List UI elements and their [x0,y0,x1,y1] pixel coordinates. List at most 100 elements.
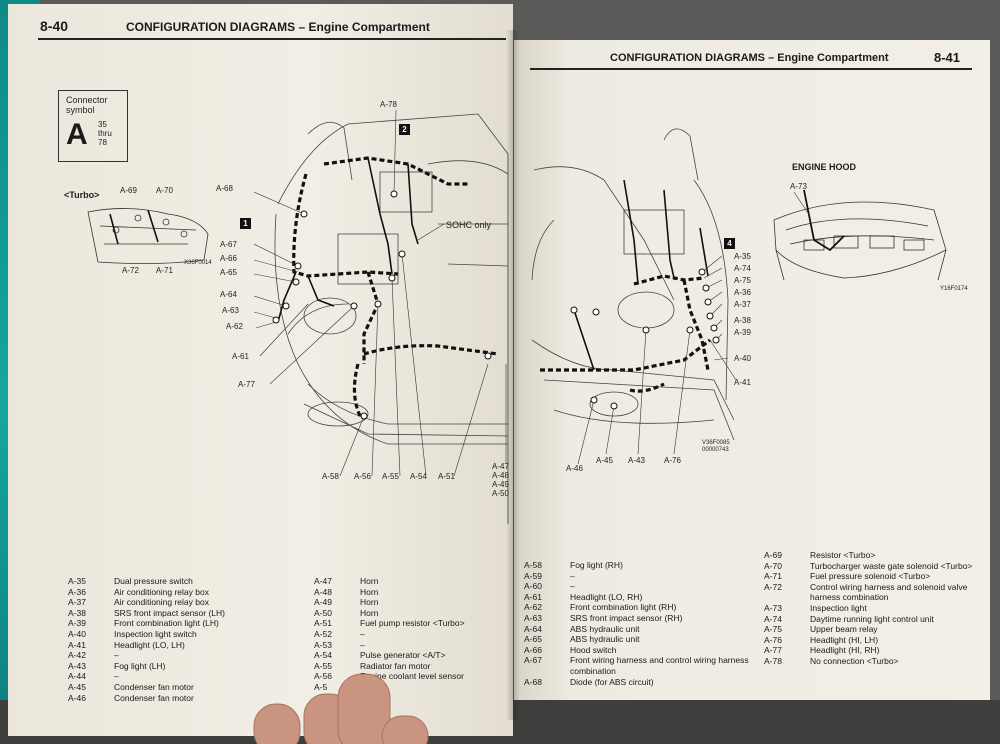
figure-code-1: V36F0085 [702,440,730,446]
right-page-number: 8-41 [934,50,961,65]
sohc-only-label: SOHC only [446,220,492,230]
legend-row: A-5 [314,681,328,692]
callout-a43: A-43 [628,456,645,465]
callout-a40: A-40 [734,354,751,363]
callout-a37: A-37 [734,300,751,309]
callout-a39: A-39 [734,328,751,337]
callout-a75: A-75 [734,276,751,285]
callout-a58: A-58 [322,472,339,481]
left-header-rule [38,38,506,40]
figure-code-2: 00000743 [702,447,729,453]
turbo-figure-code: X36F0014 [184,260,212,266]
callout-a77: A-77 [238,380,255,389]
callout-a65: A-65 [220,268,237,277]
connector-range-thru: thru [98,129,112,138]
callout-a51: A-51 [438,472,455,481]
callout-a55: A-55 [382,472,399,481]
marker-2: 2 [399,124,410,135]
callout-a66: A-66 [220,254,237,263]
callout-a49: A-49 [492,480,509,489]
callout-a70: A-70 [156,186,173,195]
right-engine-diagram [531,128,947,465]
callout-a36: A-36 [734,288,751,297]
callout-a62: A-62 [226,322,243,331]
callout-a69: A-69 [120,186,137,195]
connector-label-2: symbol [66,105,95,115]
connector-range-start: 35 [98,120,107,129]
book-spine-shadow [506,30,520,720]
legend-row: A-44– [68,671,119,682]
callout-a54: A-54 [410,472,427,481]
legend-row-continued: combination [570,665,616,676]
hand-holding-book [253,673,429,744]
connector-letter: A [66,118,88,151]
callout-a71: A-71 [156,266,173,275]
callout-a64: A-64 [220,290,237,299]
right-page-title: CONFIGURATION DIAGRAMS – Engine Compartm… [610,52,889,64]
hood-figure-code: Y16F0174 [940,286,968,292]
left-page: 8-40 CONFIGURATION DIAGRAMS – Engine Com… [8,4,513,736]
callout-a38: A-38 [734,316,751,325]
callout-a72: A-72 [122,266,139,275]
callout-a78: A-78 [380,100,397,109]
callout-a47: A-47 [492,462,509,471]
callout-a48: A-48 [492,471,509,480]
left-page-title: CONFIGURATION DIAGRAMS – Engine Compartm… [126,20,430,34]
callout-a50: A-50 [492,489,509,498]
callout-a45: A-45 [596,456,613,465]
marker-4: 4 [724,238,735,249]
connector-symbol-box [58,90,128,162]
callout-a41: A-41 [734,378,751,387]
left-page-number: 8-40 [40,18,69,34]
callout-a63: A-63 [222,306,239,315]
callout-a76: A-76 [664,456,681,465]
marker-1: 1 [240,218,251,229]
left-engine-diagram [87,109,509,524]
callout-a35: A-35 [734,252,751,261]
legend-row: A-52– [314,628,365,639]
right-header-rule [530,68,972,70]
legend-row: A-53– [314,639,365,650]
callout-a67: A-67 [220,240,237,249]
callout-a73: A-73 [790,182,807,191]
connector-range-end: 78 [98,138,107,147]
legend-row-continued: harness combination [810,592,889,603]
callout-a46: A-46 [566,464,583,473]
